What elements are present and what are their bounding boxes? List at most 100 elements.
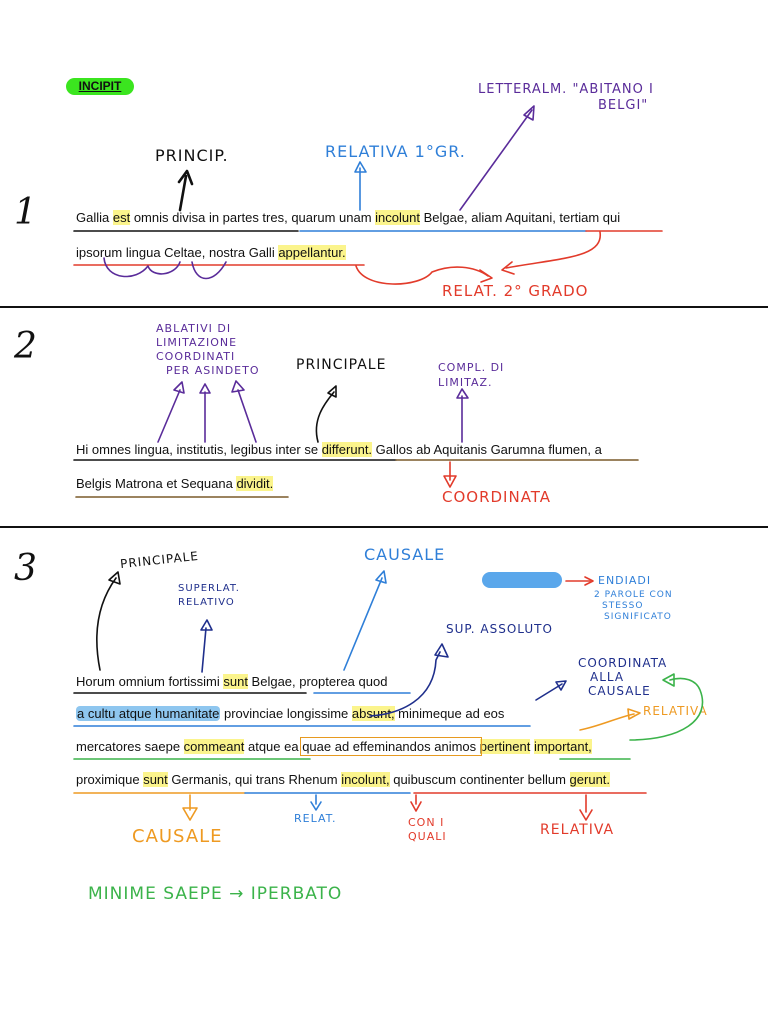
- arrowhead-relativa: [627, 708, 641, 720]
- arrow-relativa: [579, 713, 635, 731]
- arrowhead-causale: [375, 570, 387, 584]
- note-relativa-1-grado: RELATIVA 1°GR.: [325, 142, 466, 161]
- arrow-letteralm: [459, 109, 533, 211]
- arrowhead-relat-2: [479, 269, 493, 283]
- text-segment: ipsorum lingua Celtae, nostra Galli: [76, 245, 279, 260]
- arrowhead-coordinata-causale: [555, 680, 567, 691]
- text-segment: Belgae, propterea quod: [247, 674, 388, 689]
- text-segment: omnis divisa in partes tres, quarum unam: [130, 210, 376, 225]
- text-segment: Belgis Matrona et Sequana: [76, 476, 237, 491]
- arrowhead-ablativo: [199, 383, 211, 394]
- text-segment: Gallia: [76, 210, 113, 225]
- arrowhead-princip: [177, 169, 194, 186]
- arrow-superlativo-assoluto: [369, 651, 441, 717]
- latin-line: Belgis Matrona et Sequana dividit.: [76, 476, 274, 491]
- arrow-coordinata-causale: [629, 677, 704, 741]
- highlighted-verb: sunt: [143, 772, 168, 787]
- highlighted-verb: incolunt,: [341, 772, 390, 787]
- text-segment: Horum omnium fortissimi: [76, 674, 224, 689]
- highlighted-verb: incolunt: [375, 210, 420, 225]
- note-causale-bottom: CAUSALE: [132, 826, 223, 847]
- note-relativa-bottom: RELATIVA: [540, 822, 615, 838]
- note-relativa-2-grado: RELAT. 2° GRADO: [442, 282, 589, 300]
- note-iperbato: MINIME SAEPE → IPERBATO: [88, 884, 343, 904]
- text-segment: Germanis, qui trans Rhenum: [167, 772, 342, 787]
- highlighted-verb: appellantur.: [278, 245, 346, 260]
- section-number-3: 3: [14, 548, 37, 589]
- arrow-causale: [343, 577, 383, 671]
- arrow-ablativo: [157, 389, 181, 443]
- text-segment: Gallos ab Aquitanis Garumna flumen, a: [372, 442, 602, 457]
- blue-highlight-sample: [482, 572, 562, 588]
- note-coordinata: COORDINATA: [442, 488, 552, 506]
- highlighted-verb: differunt.: [321, 442, 373, 457]
- note-letteralm: LETTERALM. "ABITANO I: [478, 82, 654, 97]
- text-segment: atque ea: [244, 739, 303, 754]
- note-endiadi: ENDIADI: [598, 574, 652, 587]
- note-compl-limitaz: COMPL. DI LIMITAZ.: [438, 361, 505, 389]
- section-number-1: 1: [14, 192, 37, 233]
- arrowhead-principale: [108, 571, 121, 585]
- note-princip: PRINCIP.: [155, 146, 229, 165]
- arrow-principale: [96, 577, 117, 671]
- arrowhead-relativa-bottom: [579, 809, 593, 821]
- section-divider: [0, 526, 768, 528]
- loop-ablativi: [103, 257, 181, 278]
- latin-line: proximique sunt Germanis, qui trans Rhen…: [76, 772, 611, 787]
- text-segment: Belgae, aliam Aquitani, tertiam qui: [419, 210, 621, 225]
- latin-line: mercatores saepe commeant atque ea quae …: [76, 737, 592, 756]
- note-superlativo-assoluto: SUP. ASSOLUTO: [446, 622, 553, 636]
- text-segment: minimeque ad eos: [394, 706, 505, 721]
- arrowhead-relat-2: [501, 261, 515, 275]
- highlighted-verb: est: [112, 210, 131, 225]
- highlighted-verb: pertinent: [479, 739, 531, 754]
- highlighted-verb: dividit.: [236, 476, 274, 491]
- highlighted-verb: important,: [533, 739, 592, 754]
- highlighted-verb: commeant: [183, 739, 245, 754]
- arrowhead-causale-bottom: [182, 807, 198, 821]
- section-divider: [0, 306, 768, 308]
- arrowhead-relativa: [310, 801, 322, 811]
- text-segment: Hi omnes lingua, institutis, legibus int…: [76, 442, 322, 457]
- arrowhead-endiadi: [584, 576, 594, 586]
- highlighted-verb: gerunt.: [569, 772, 611, 787]
- latin-line: a cultu atque humanitate provinciae long…: [76, 706, 504, 721]
- arrowhead-superlativo-assoluto: [434, 643, 449, 658]
- boxed-relative-clause: quae ad effeminandos animos: [300, 737, 482, 756]
- arrowhead-ablativo: [231, 380, 245, 393]
- arrow-superlativo-relativo: [201, 627, 207, 673]
- highlighted-endiadi: a cultu atque humanitate: [76, 706, 221, 721]
- incipit-badge: INCIPIT: [66, 78, 134, 95]
- note-relativa: RELATIVA: [643, 704, 708, 718]
- text-segment: mercatores saepe: [76, 739, 184, 754]
- highlighted-verb: absunt,: [351, 706, 395, 721]
- note-ablativi: ABLATIVI DI LIMITAZIONE COORDINATI PER A…: [156, 322, 260, 377]
- arrowhead-ablativo: [173, 381, 185, 394]
- note-coordinata-alla-causale: COORDINATA ALLA CAUSALE: [578, 656, 668, 698]
- note-principale: PRINCIPALE: [296, 357, 387, 373]
- arrow-ablativo: [237, 389, 257, 443]
- arrowhead-compl-limitaz: [456, 388, 469, 399]
- arrowhead-coordinata-causale: [662, 673, 675, 687]
- latin-line: Horum omnium fortissimi sunt Belgae, pro…: [76, 674, 387, 689]
- text-segment: quibuscum continenter bellum: [389, 772, 570, 787]
- latin-line: Hi omnes lingua, institutis, legibus int…: [76, 442, 602, 457]
- arrow-principale: [315, 391, 335, 443]
- note-letteralm-cont: BELGI": [598, 98, 649, 113]
- latin-line: ipsorum lingua Celtae, nostra Galli appe…: [76, 245, 346, 260]
- text-segment: proximique: [76, 772, 144, 787]
- arrow-coordinata-causale: [535, 683, 563, 701]
- arrowhead-con-i-quali: [410, 801, 422, 812]
- highlighted-verb: sunt: [223, 674, 248, 689]
- section-number-2: 2: [14, 326, 37, 367]
- arrow-relat-2: [505, 231, 601, 269]
- note-superlativo-relativo: SUPERLAT. RELATIVO: [178, 583, 240, 608]
- note-relativa-short: RELAT.: [294, 812, 337, 825]
- text-segment: provinciae longissime: [220, 706, 352, 721]
- arrowhead-superlativo-relativo: [200, 619, 213, 631]
- note-con-i-quali: CON I QUALI: [408, 816, 447, 843]
- arrowhead-letteralm: [523, 105, 535, 121]
- note-causale: CAUSALE: [364, 545, 446, 564]
